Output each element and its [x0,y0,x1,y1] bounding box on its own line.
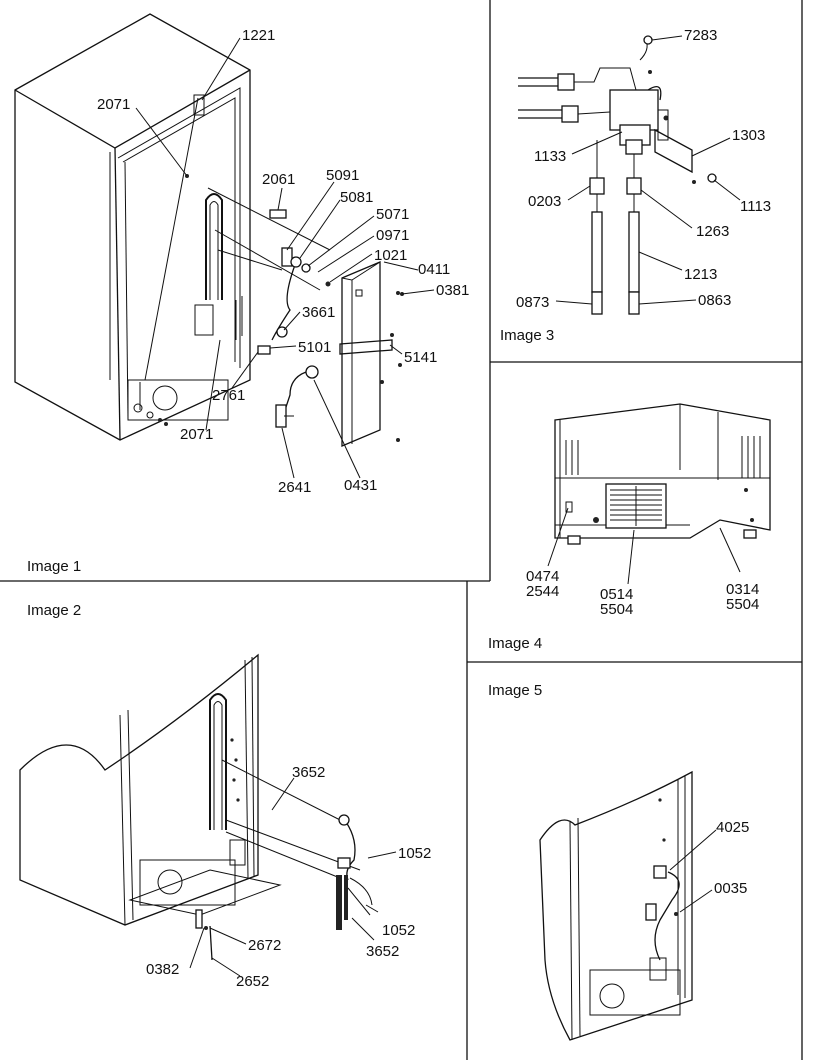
label-0873: 0873 [516,294,549,311]
label-1263: 1263 [696,223,729,240]
image5-caption: Image 5 [488,682,542,699]
label-0035: 0035 [714,880,747,897]
label-3652: 3652 [292,764,325,781]
label-2652: 2652 [236,973,269,990]
image2-exploded-parts [128,759,373,961]
image3-part-labels: 7283 1303 1133 1113 0203 1263 1213 0873 … [516,27,771,311]
label-2761: 2761 [212,387,245,404]
image3-panel: 7283 1303 1133 1113 0203 1263 1213 0873 … [500,27,771,344]
label-5141: 5141 [404,349,437,366]
image1-panel: 1221 2071 2061 5091 5081 5071 0971 1021 … [14,13,469,575]
image4-panel: 0474 2544 0514 5504 0314 5504 Image 4 [488,403,771,652]
label-7283: 7283 [684,27,717,44]
label-4025: 4025 [716,819,749,836]
label-2071: 2071 [97,96,130,113]
image1-leaders [135,37,435,479]
label-1021: 1021 [374,247,407,264]
image4-cabinet-base [554,403,771,545]
label-0474: 0474 [526,568,559,585]
image1-cabinet [14,13,251,441]
label-5091: 5091 [326,167,359,184]
image5-leaders [669,829,717,913]
image4-caption: Image 4 [488,635,542,652]
image5-cabinet [539,770,693,1041]
label-1221: 1221 [242,27,275,44]
image2-panel: 3652 1052 1052 3652 2672 0382 2652 Image… [19,602,431,990]
label-5071: 5071 [376,206,409,223]
label-1213: 1213 [684,266,717,283]
image2-caption: Image 2 [27,602,81,619]
image2-cabinet [19,653,259,926]
image5-panel: 4025 0035 Image 5 [488,682,749,1041]
image2-part-labels: 3652 1052 1052 3652 2672 0382 2652 [146,764,431,990]
label-2672: 2672 [248,937,281,954]
label-1113: 1113 [740,198,771,215]
image3-caption: Image 3 [500,327,554,344]
label-1052-lower: 1052 [382,922,415,939]
label-5101: 5101 [298,339,331,356]
image4-grille-slats [610,486,662,526]
image4-leaders [547,507,741,585]
label-0314: 0314 [726,581,759,598]
image1-exploded-parts [207,187,404,447]
label-2544: 2544 [526,583,559,600]
image3-leaders [555,35,741,305]
label-0514: 0514 [600,586,633,603]
label-5504-right: 5504 [726,596,759,613]
label-5504: 5504 [600,601,633,618]
label-3652-lower: 3652 [366,943,399,960]
label-1052: 1052 [398,845,431,862]
label-0203: 0203 [528,193,561,210]
label-0863: 0863 [698,292,731,309]
image5-part-labels: 4025 0035 [714,819,749,897]
label-2071-lower: 2071 [180,426,213,443]
image3-water-valve [518,35,717,315]
image4-part-labels: 0474 2544 0514 5504 0314 5504 [526,568,759,618]
label-5081: 5081 [340,189,373,206]
label-0381: 0381 [436,282,469,299]
label-2061: 2061 [262,171,295,188]
image1-caption: Image 1 [27,558,81,575]
image2-leaders [189,777,397,977]
label-0382: 0382 [146,961,179,978]
label-0411: 0411 [418,261,450,278]
image1-part-labels: 1221 2071 2061 5091 5081 5071 0971 1021 … [97,27,469,496]
label-1303: 1303 [732,127,765,144]
label-1133: 1133 [534,148,566,165]
label-2641: 2641 [278,479,311,496]
label-0431: 0431 [344,477,377,494]
label-0971: 0971 [376,227,409,244]
label-3661: 3661 [302,304,335,321]
